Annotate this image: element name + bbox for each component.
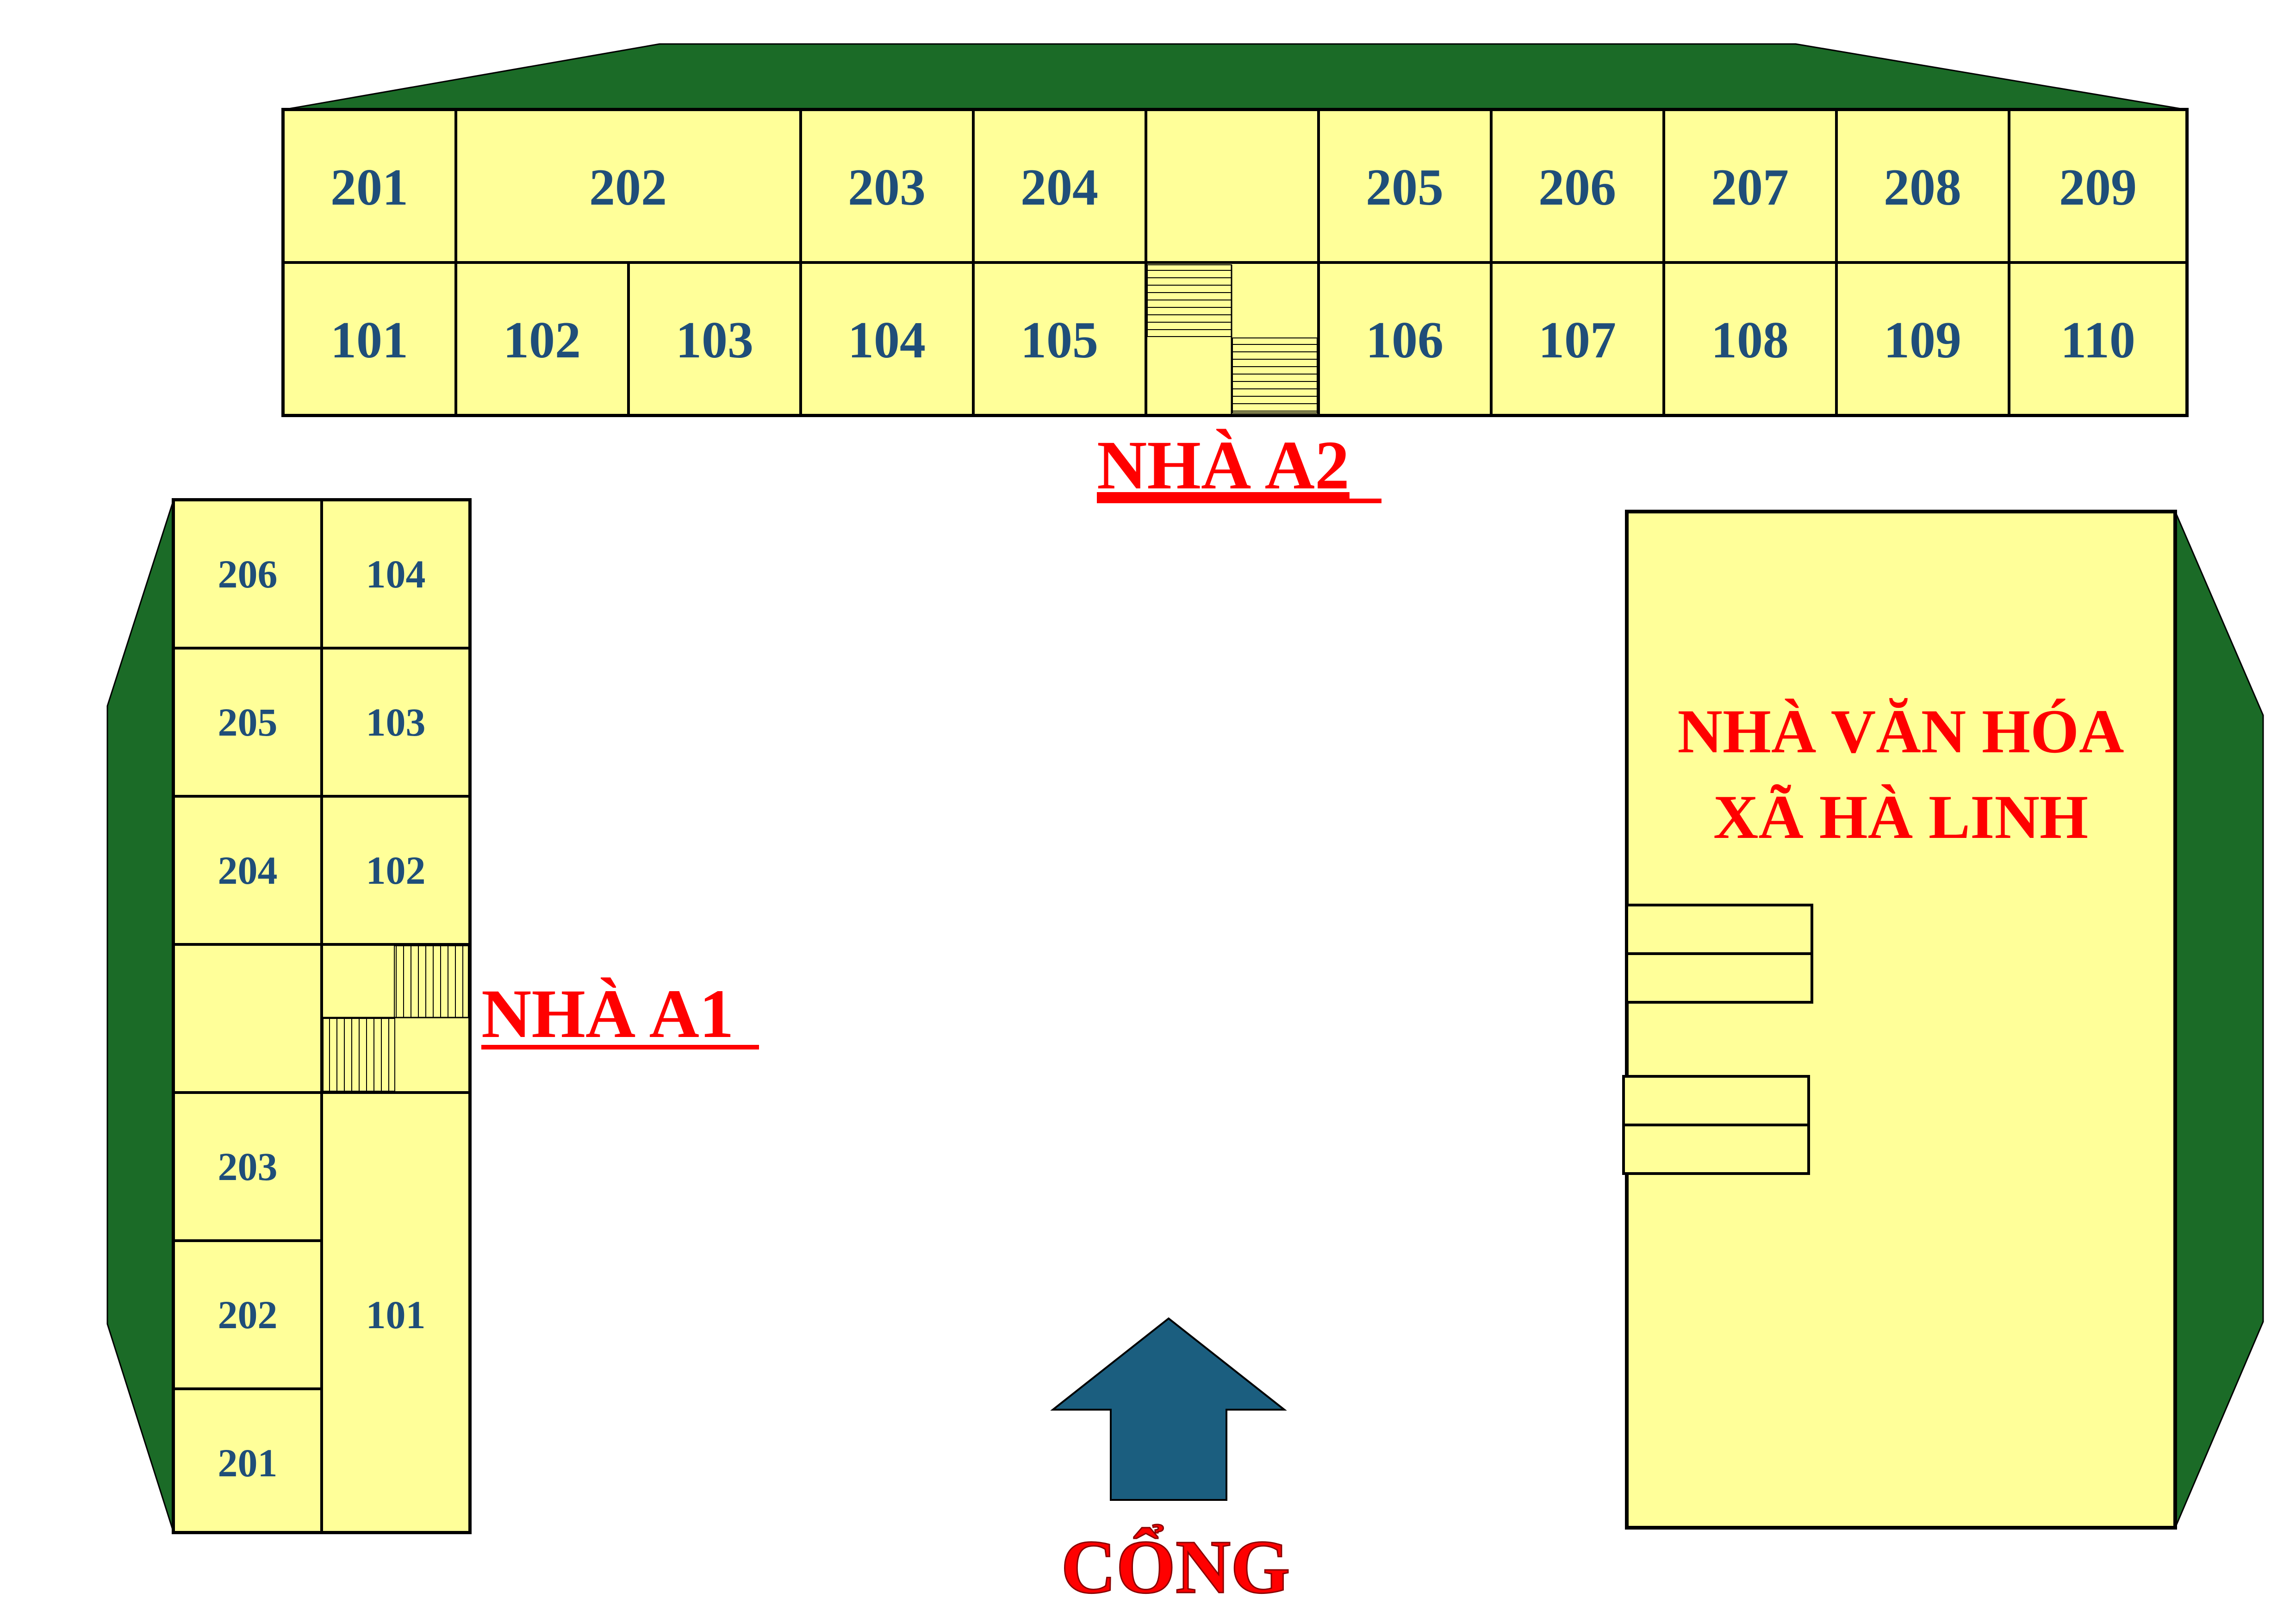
entrance-step [1622,1124,1810,1175]
room-number: 203 [218,1144,278,1189]
stairs-icon [1232,337,1318,413]
culture-house-outline [1625,510,2177,1530]
gate-label: CỔNG [1061,1524,1290,1609]
room-number: 102 [503,312,581,369]
room-number: 206 [1538,159,1616,216]
up-arrow-icon [1050,1317,1287,1501]
room-number: 201 [218,1441,278,1485]
room-cell [172,499,323,650]
room-number: 202 [218,1293,278,1337]
room-cell [172,1091,323,1242]
room-number: 204 [218,848,278,893]
room-number: 103 [366,700,426,744]
room-number: 107 [1538,312,1616,369]
room-cell [1662,261,1838,417]
room-cell [799,261,975,417]
building-a1-roof [106,500,174,1533]
building-a2-top-row: 201 202 203 204 205 206 207 208 209 [282,108,2188,264]
building-a1: 206 205 204 203 202 201 104 103 102 101 … [106,498,759,1534]
room-cell [282,108,457,264]
building-a2-bottom-row: 101 102 103 104 105 106 107 108 109 110 [282,261,2188,417]
room-number: 104 [848,312,926,369]
culture-house-roof [2174,511,2264,1528]
building-a2: 201 202 203 204 205 206 207 208 209 [281,43,2189,504]
room-number: 204 [1020,159,1098,216]
room-number: 206 [218,552,278,596]
building-a1-label: NHÀ A1 [481,975,734,1052]
entrance-step [1622,1075,1810,1126]
stairs-icon [323,1018,395,1092]
entrance-step [1625,904,1813,955]
stair-cell [172,943,323,1094]
room-number: 203 [848,159,926,216]
gate: CỔNG [1050,1317,1291,1610]
room-number: 102 [366,848,426,893]
room-cell [1835,261,2010,417]
room-number: 205 [218,700,278,744]
building-a2-label: NHÀ A2 [1097,427,1350,504]
room-number: 202 [589,159,667,216]
room-cell [1490,261,1665,417]
room-cell [172,647,323,798]
stair-cell [1145,108,1320,264]
building-a2-roof [283,43,2187,111]
room-cell [1317,261,1493,417]
room-number: 106 [1366,312,1444,369]
room-number: 103 [676,312,753,369]
room-number: 101 [330,312,408,369]
culture-house: NHÀ VĂN HÓA XÃ HÀ LINH [1622,510,2264,1530]
culture-house-name: NHÀ VĂN HÓA [1677,697,2124,766]
room-number: 110 [2060,312,2135,369]
room-cell [454,108,802,264]
room-cell [454,261,630,417]
room-number: 108 [1711,312,1789,369]
room-cell [172,1239,323,1390]
room-cell [1317,108,1493,264]
room-cell [320,795,471,946]
stairs-icon [1147,264,1232,337]
culture-house-commune: XÃ HÀ LINH [1713,783,2088,852]
room-cell [320,1091,471,1534]
room-cell [2008,261,2188,417]
room-cell [1662,108,1838,264]
room-cell [320,499,471,650]
room-cell [627,261,802,417]
room-number: 201 [330,159,408,216]
stairs-icon [394,945,469,1018]
room-number: 104 [366,552,426,596]
room-number: 101 [366,1293,426,1337]
entrance-step [1625,952,1813,1004]
room-number: 209 [2059,159,2137,216]
room-cell [320,647,471,798]
room-number: 105 [1020,312,1098,369]
room-number: 109 [1884,312,1961,369]
room-number: 208 [1884,159,1961,216]
room-number: 205 [1366,159,1444,216]
room-cell [2008,108,2188,264]
room-number: 207 [1711,159,1789,216]
